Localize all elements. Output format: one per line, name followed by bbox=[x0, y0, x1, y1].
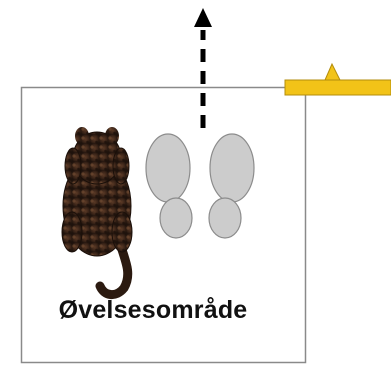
yellow-marker-icon bbox=[285, 64, 391, 95]
footprint-left-sole bbox=[146, 134, 190, 202]
exercise-area-label: Øvelsesområde bbox=[0, 296, 306, 325]
footprint-right-sole bbox=[210, 134, 254, 202]
footprint-right-heel bbox=[209, 198, 241, 238]
footprint-left-heel bbox=[160, 198, 192, 238]
